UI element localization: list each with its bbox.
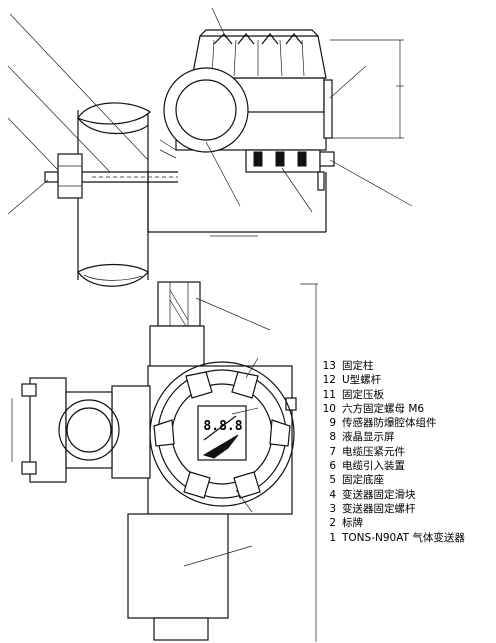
legend-label: 液晶显示屏 xyxy=(342,431,395,444)
top-view xyxy=(7,7,413,287)
sensor-chamber xyxy=(127,513,229,641)
mounting-pole xyxy=(77,102,151,287)
legend-number: 13 xyxy=(322,360,336,372)
legend-number: 3 xyxy=(329,502,336,515)
legend-label: 固定底座 xyxy=(342,474,384,487)
cable-gland xyxy=(149,281,205,369)
legend-item: 6 电缆引入装置 xyxy=(320,459,492,473)
legend-label: 六方固定螺母 M6 xyxy=(342,402,425,415)
legend-label: 固定压板 xyxy=(342,388,384,401)
display-reading: 8.8.8 xyxy=(203,419,242,434)
legend-item: 11 固定压板 xyxy=(320,388,492,402)
legend-label: 电缆压紧元件 xyxy=(342,445,405,458)
legend-item: 8 液晶显示屏 xyxy=(320,430,492,444)
legend-label: 电缆引入装置 xyxy=(342,460,405,473)
legend-number: 1 xyxy=(329,531,336,544)
legend-label: U型螺杆 xyxy=(342,374,382,387)
legend-number: 6 xyxy=(329,460,336,473)
u-bolt-clamp xyxy=(44,153,178,199)
legend-label: TONS-N90AT 气体变送器 xyxy=(342,531,465,544)
legend-number: 4 xyxy=(329,488,336,501)
legend-number: 7 xyxy=(329,445,336,458)
legend-item: 9 传感器防爆腔体组件 xyxy=(320,416,492,430)
legend-label: 传感器防爆腔体组件 xyxy=(342,417,437,430)
legend-label: 变送器固定螺杆 xyxy=(342,502,416,515)
transmitter-body-side xyxy=(147,29,335,233)
leader-lines-front xyxy=(183,297,271,567)
legend-label: 固定柱 xyxy=(342,360,374,372)
dimension-front xyxy=(300,283,318,642)
legend-item: 1 TONS-N90AT 气体变送器 xyxy=(320,531,492,545)
legend-item: 12 U型螺杆 xyxy=(320,373,492,387)
legend-number: 11 xyxy=(322,388,336,401)
front-view: 8.8.8 xyxy=(11,281,318,642)
housing-front: 8.8.8 xyxy=(147,361,297,515)
dimension-top xyxy=(330,39,404,139)
legend-label: 变送器固定滑块 xyxy=(342,488,416,501)
legend-item: 5 固定底座 xyxy=(320,473,492,487)
legend-number: 2 xyxy=(329,517,336,530)
legend-label: 标牌 xyxy=(342,517,363,530)
legend-item: 10 六方固定螺母 M6 xyxy=(320,402,492,416)
leader-lines-top xyxy=(7,7,413,237)
legend-item: 7 电缆压紧元件 xyxy=(320,445,492,459)
legend-number: 8 xyxy=(329,431,336,444)
legend-item: 4 变送器固定滑块 xyxy=(320,488,492,502)
pipe-adaptor xyxy=(11,377,151,483)
legend-number: 5 xyxy=(329,474,336,487)
legend-number: 10 xyxy=(322,402,336,415)
legend-item: 13 固定柱 xyxy=(320,359,492,373)
legend-item: 3 变送器固定螺杆 xyxy=(320,502,492,516)
legend-item: 2 标牌 xyxy=(320,516,492,530)
legend-number: 12 xyxy=(322,374,336,387)
legend-number: 9 xyxy=(329,417,336,430)
